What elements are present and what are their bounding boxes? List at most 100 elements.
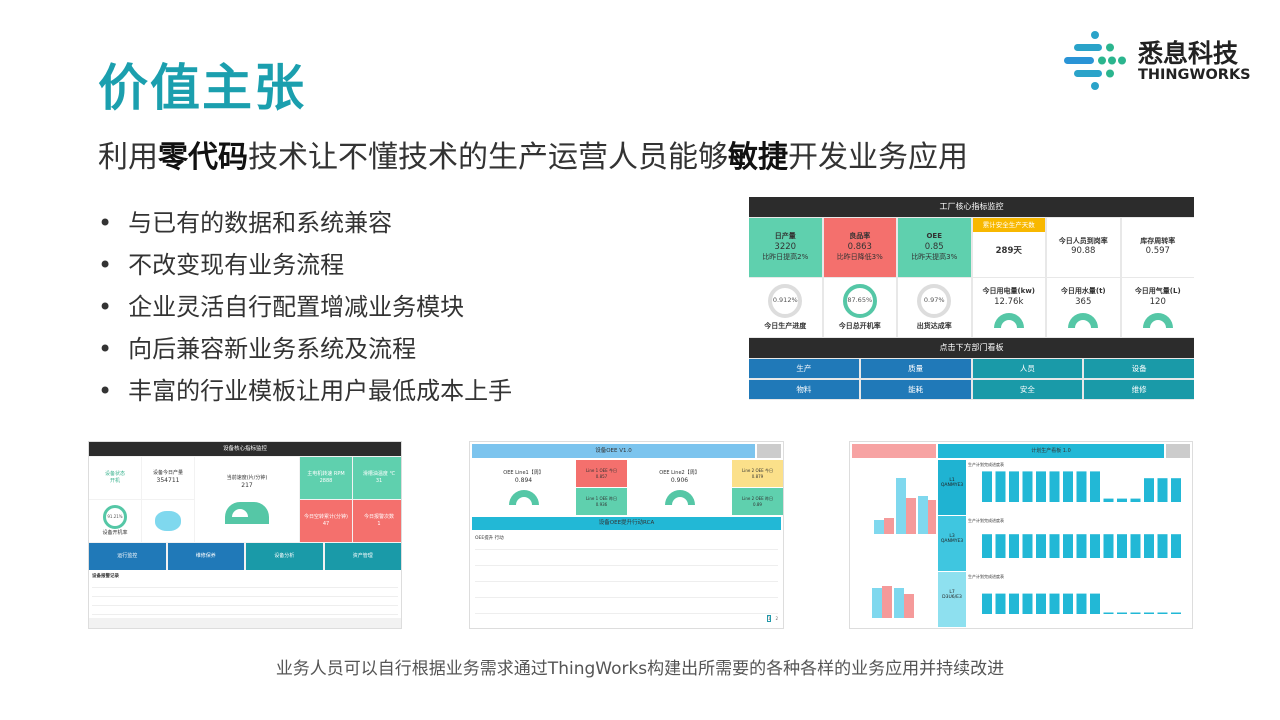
kpi-sub: 比昨日降低3% [836,253,883,262]
label: Line 2 OEE 昨日 [742,495,773,501]
gauge-icon [1068,312,1099,328]
bar [1144,534,1154,558]
bar [1036,593,1046,614]
oee-line2-card: OEE Line2【周】0.906 [628,460,731,515]
ring-value: 0.912% [772,296,798,305]
nav-button[interactable]: 资产管理 [324,543,401,570]
back-button[interactable] [757,444,781,458]
ring-label: 今日总开机率 [838,321,881,330]
bar [1022,471,1033,502]
bar [1076,534,1087,558]
bar [1022,593,1033,614]
kpi-value: 0.85 [924,241,944,252]
bar [1171,612,1181,614]
gauge-label: 今日用水量(t) [1060,287,1106,296]
kpi-sub: 比昨天提高3% [911,253,958,262]
nav-button[interactable]: 设备分析 [246,543,323,570]
bar [1090,593,1100,614]
label: 当前速度(片/分钟) [226,474,268,481]
value: 91.21% [107,514,123,520]
label: Line 2 OEE 今日 [742,467,773,473]
dept-button-quality[interactable]: 质量 [860,359,971,378]
dept-button-personnel[interactable]: 人员 [972,359,1083,378]
line-name: L1 [949,478,955,483]
dept-button-energy[interactable]: 能耗 [860,380,971,399]
chart-title: 生产计划完成进度表 [968,462,1004,467]
dept-button-production[interactable]: 生产 [749,359,859,378]
line-bar-chart [982,471,1181,502]
progress-ring: 0.912% [768,283,803,318]
chart-title: 生产计划完成进度表 [968,518,1004,523]
kpi-label: 今日人员到岗率 [1058,236,1108,245]
gauge-label: 今日用电量(kw) [982,287,1036,296]
mini-header: 设备OEE V1.0 [472,444,755,458]
bar [1063,534,1073,558]
page-button[interactable]: 2 [775,616,778,621]
kpi-label: OEE [926,231,942,240]
ring-value: 0.97% [923,296,945,305]
line-name: L3 [949,534,955,539]
ring-card: 87.65%今日总开机率 [823,278,896,337]
status-card: 设备状态开机 [89,457,141,499]
subtitle: 利用零代码技术让不懂技术的生产运营人员能够敏捷开发业务应用 [98,132,968,176]
value: 1 [377,521,381,527]
bar [1090,471,1100,502]
bar [995,534,1006,558]
bar [1117,534,1127,558]
bullet-list: 与已有的数据和系统兼容 不改变现有业务流程 企业灵活自行配置增减业务模块 向后兼… [98,202,512,412]
caption: 业务人员可以自行根据业务需求通过ThingWorks构建出所需要的各种各样的业务… [275,659,1005,679]
kpi-value: 0.597 [1145,246,1170,257]
bar [1076,593,1087,614]
progress-ring: 0.97% [917,283,952,318]
value: 2888 [319,478,333,484]
value: 354711 [156,477,180,485]
mini-header: 设备核心指标监控 [89,442,401,456]
bar [1157,612,1168,614]
liquid-fill-icon [155,511,181,531]
label: 主电机转速 RPM [307,471,345,477]
ring-label: 今日生产进度 [764,321,807,330]
dept-button-safety[interactable]: 安全 [972,380,1083,399]
idle-card: 今日空转累计(分钟)47 [300,500,352,542]
bar [1144,478,1154,502]
dept-button-equipment[interactable]: 设备 [1084,359,1194,378]
oee-dashboard-screenshot: 设备OEE V1.0 OEE Line1【周】0.894 Line 1 OEE … [469,441,784,629]
gauge-icon [1142,312,1173,328]
bar [982,534,992,558]
dept-button-maintenance[interactable]: 维修 [1084,380,1194,399]
nav-button[interactable]: 维修保养 [167,543,244,570]
bar [1117,498,1127,502]
table-title: OEE提升 行动 [475,536,504,541]
value: 31 [375,478,383,484]
bar [995,593,1006,614]
line-name: L7 [949,590,955,595]
progress-ring: 91.21% [103,505,127,529]
logo: 悉息科技 THINGWORKS [1062,30,1251,92]
bullet-item: 丰富的行业模板让用户最低成本上手 [98,370,512,412]
kpi-value: 0.863 [847,241,872,252]
value: 217 [241,481,253,489]
nav-button[interactable]: 运行监控 [89,543,166,570]
subtitle-bold: 敏捷 [728,140,788,175]
bullet-item: 与已有的数据和系统兼容 [98,202,512,244]
bar [1130,534,1141,558]
logo-en: THINGWORKS [1138,67,1251,83]
gauge-icon [508,489,539,505]
summary-charts [852,460,936,626]
bar [1117,612,1127,614]
tab-plan[interactable] [852,444,936,458]
kpi-label: 日产量 [774,231,796,240]
dept-button-materials[interactable]: 物料 [749,380,859,399]
back-button[interactable] [1166,444,1190,458]
summary-bar-chart [872,478,936,618]
gauge-label: 今日用气量(L) [1134,287,1181,296]
line-code: D3U6/E3 [942,595,962,600]
logo-cn: 悉息科技 [1138,39,1239,68]
value: 0.879 [751,473,764,479]
page-button[interactable]: 1 [766,615,772,622]
ring-card: 0.912% 今日生产进度 [749,278,822,337]
value: 0.936 [595,501,608,507]
